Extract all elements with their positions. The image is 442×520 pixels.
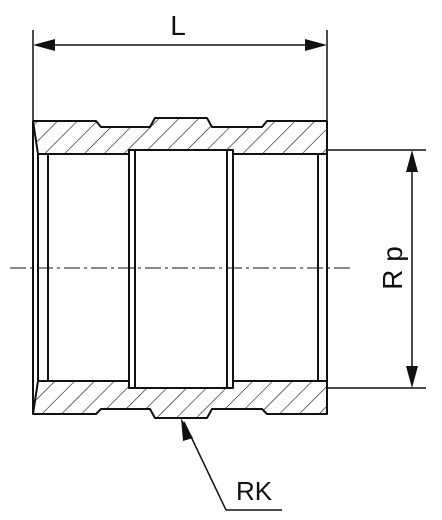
length-dimension xyxy=(32,30,328,120)
item-label: RK xyxy=(236,476,273,506)
thread-label: R p xyxy=(377,246,408,290)
item-leader xyxy=(181,418,282,511)
length-label: L xyxy=(170,10,186,41)
bottom-wall-section xyxy=(32,380,328,419)
thread-dimension xyxy=(327,149,426,389)
top-wall-section xyxy=(32,117,328,155)
